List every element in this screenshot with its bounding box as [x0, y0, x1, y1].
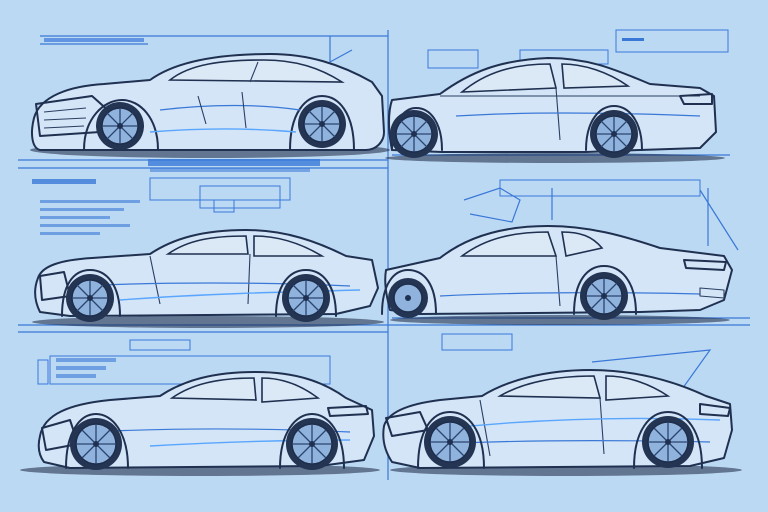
annotation-text-left	[32, 179, 140, 235]
car-view-4	[381, 225, 733, 325]
annotation-strip-top-left	[44, 38, 144, 42]
car-view-5	[20, 371, 380, 476]
car-view-2	[385, 57, 725, 163]
dimension-lines-right-mid	[463, 179, 739, 251]
car-view-1	[30, 53, 390, 158]
annotation-header-mid-left	[148, 159, 320, 213]
car-view-3	[32, 229, 384, 328]
car-view-6	[382, 369, 742, 476]
